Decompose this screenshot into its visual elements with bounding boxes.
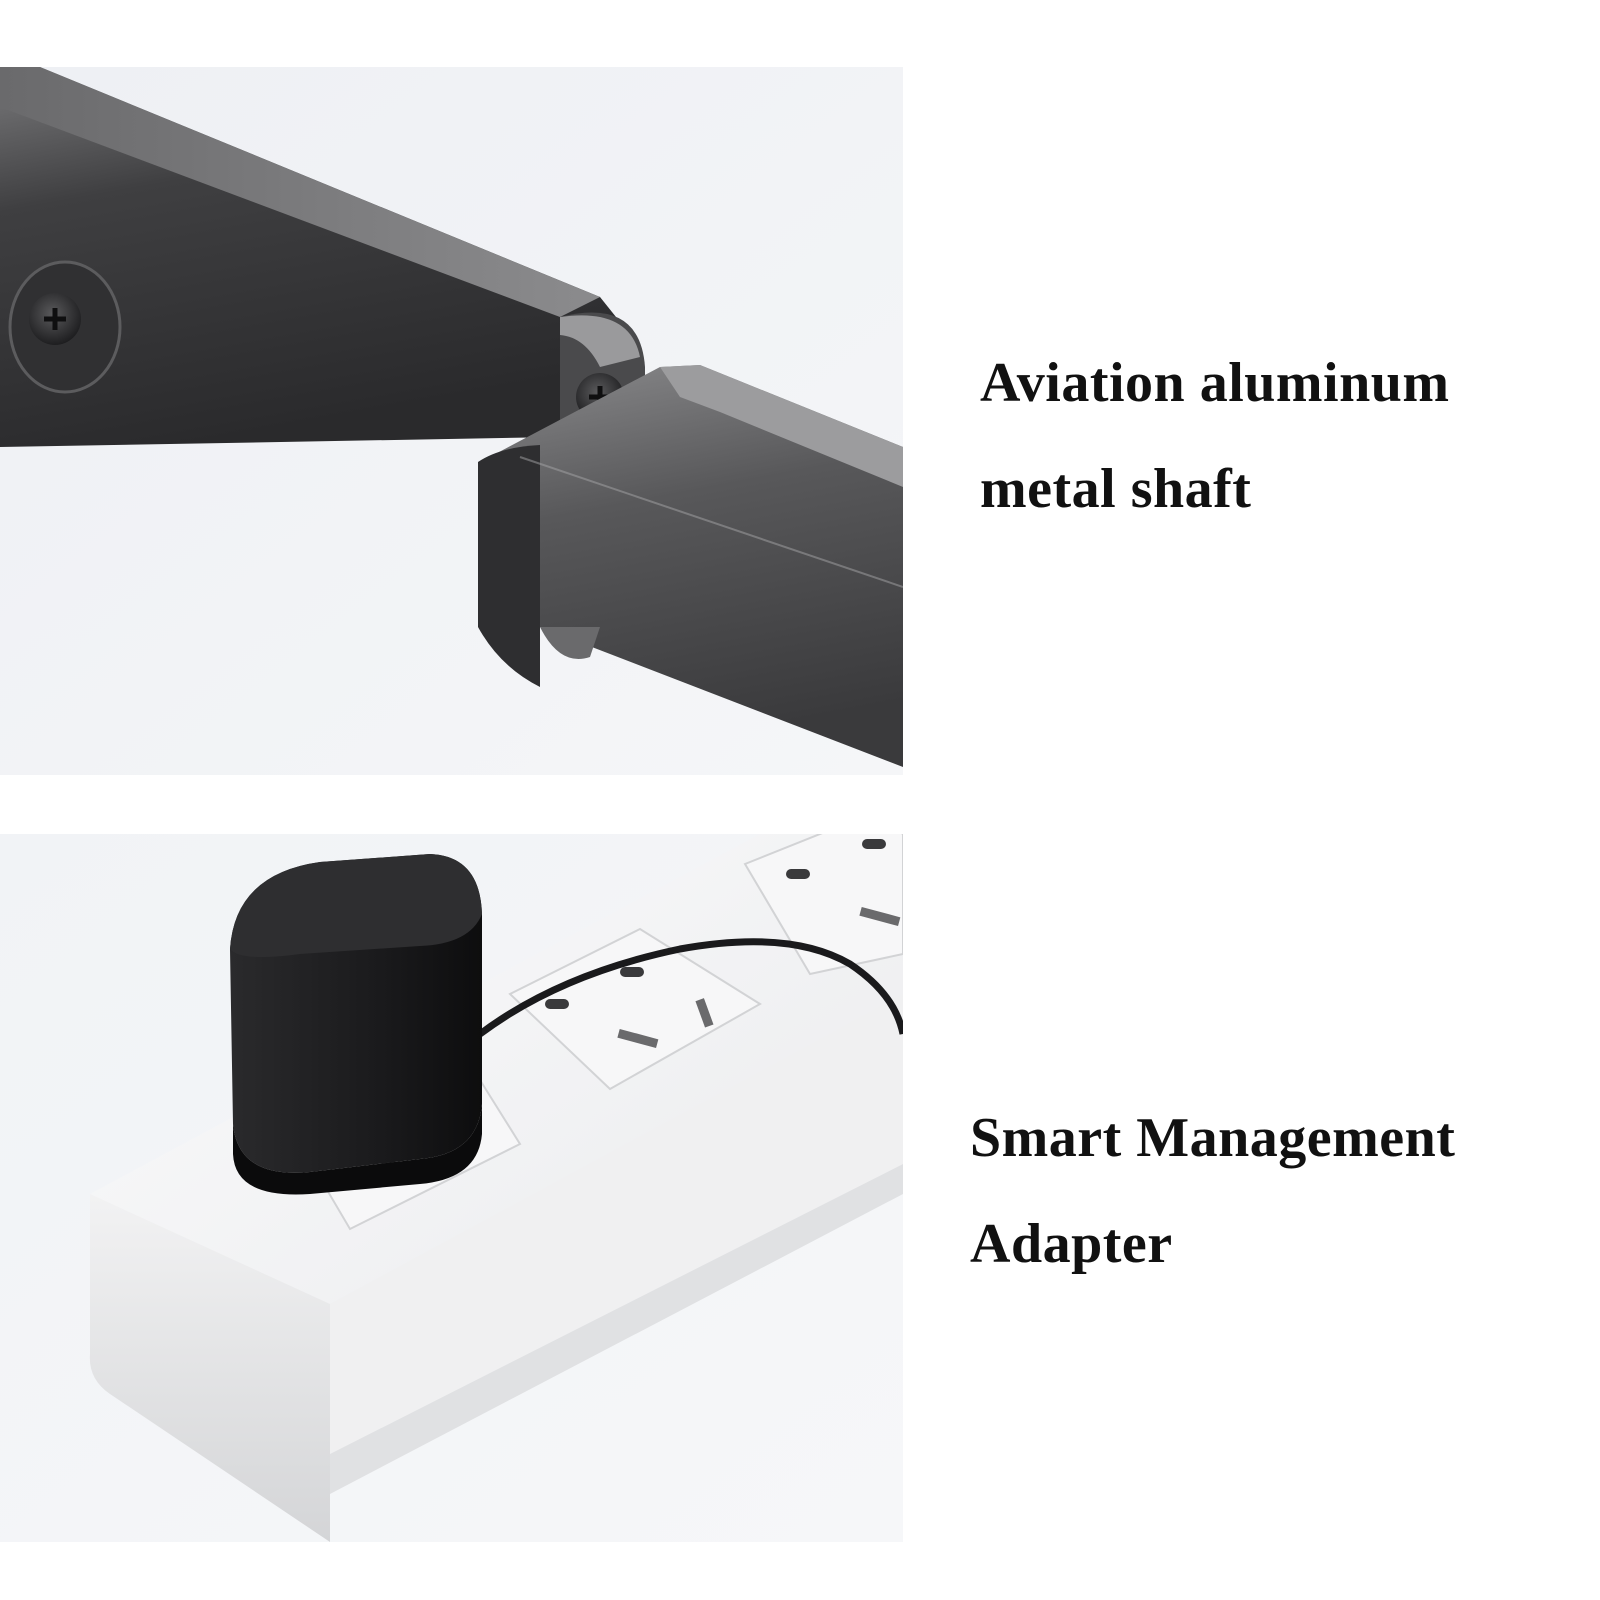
feature-caption-shaft: Aviation aluminum metal shaft [980, 330, 1580, 542]
adapter-photo [0, 834, 903, 1542]
feature-caption-adapter-line1: Smart Management [970, 1107, 1456, 1169]
feature-caption-shaft-line2: metal shaft [980, 458, 1252, 520]
feature-caption-shaft-line1: Aviation aluminum [980, 352, 1450, 414]
feature-caption-adapter-line2: Adapter [970, 1213, 1173, 1275]
feature-caption-adapter: Smart Management Adapter [970, 1085, 1590, 1297]
shaft-photo [0, 67, 903, 775]
adapter-device [230, 854, 482, 1195]
